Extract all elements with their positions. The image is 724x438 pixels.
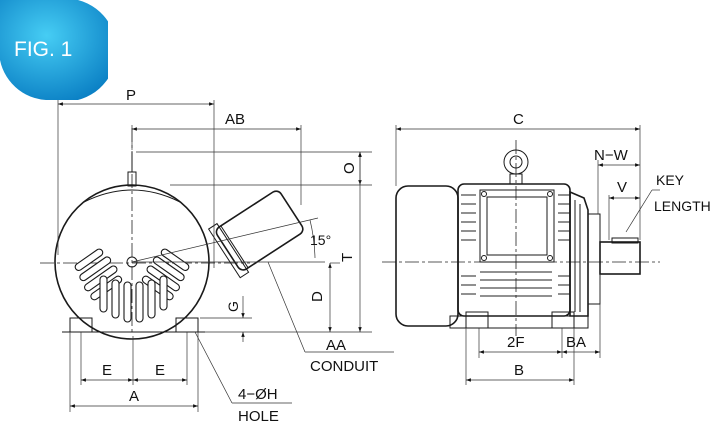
dim-t: T <box>339 253 356 262</box>
fig-badge: FIG. 1 <box>0 0 108 100</box>
conduit-box <box>207 190 304 279</box>
shaft <box>599 241 641 275</box>
dim-2f: 2F <box>507 334 525 351</box>
dim-ab: AB <box>225 111 245 128</box>
front-view: 15° P AB O T D G AA E E <box>40 87 394 425</box>
dim-g: G <box>225 301 241 312</box>
conduit-label: CONDUIT <box>310 358 378 375</box>
dim-p: P <box>126 87 136 104</box>
dim-a: A <box>129 388 139 405</box>
dim-aa: AA <box>326 337 346 354</box>
dim-d: D <box>309 291 326 302</box>
cooling-fins <box>461 194 570 297</box>
angle-label: 15° <box>310 232 331 248</box>
badge-shape <box>0 0 108 100</box>
key-label-1: KEY <box>656 172 685 188</box>
hole-label-2: HOLE <box>238 408 279 425</box>
dim-e-left: E <box>102 362 112 379</box>
dim-n-w: N−W <box>594 147 629 164</box>
dim-e-right: E <box>155 362 165 379</box>
dim-o: O <box>341 162 358 174</box>
dim-c: C <box>513 111 524 128</box>
dim-b: B <box>514 362 524 379</box>
key-label-2: LENGTH <box>654 198 711 214</box>
fan-cover <box>395 185 459 327</box>
hole-label-1: 4−ØH <box>238 386 278 403</box>
side-view: C N−W V 2F BA B KEY LENGTH <box>382 111 711 385</box>
badge-label: FIG. 1 <box>14 38 72 61</box>
front-foot-right <box>175 317 199 333</box>
fan-cover-slots <box>74 248 190 323</box>
dim-ba: BA <box>566 334 586 351</box>
key <box>611 237 639 244</box>
dim-v: V <box>617 179 627 196</box>
